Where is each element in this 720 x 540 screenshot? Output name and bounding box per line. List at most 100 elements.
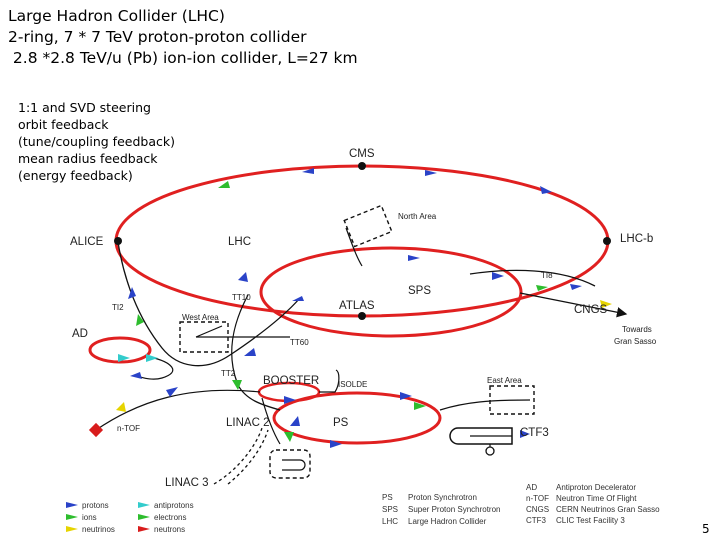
note-line: (energy feedback) [18,168,133,183]
lhc-label: LHC [228,236,251,248]
legend-abbr-name: Large Hadron Collider [408,517,487,526]
legend-swatch-neutrinos [66,526,78,532]
legend-abbr-name: Antiproton Decelerator [556,483,636,492]
particle-legend: protons antiprotons ions electrons neutr… [66,501,194,534]
ntof-line [95,389,261,431]
proton-arrow [520,430,530,438]
legend-abbr-name: Neutron Time Of Flight [556,494,637,503]
legend-abbr-name: CLIC Test Facility 3 [556,516,625,525]
legend-swatch-electrons [138,514,150,520]
abbr-legend-right: AD Antiproton Decelerator n-TOF Neutron … [526,483,660,525]
legend-abbr-name: CERN Neutrinos Gran Sasso [556,505,660,514]
ti8-label: TI8 [541,271,553,280]
west-area-label: West Area [182,313,219,322]
legend-swatch-ions [66,514,78,520]
proton-arrow [130,372,142,379]
legend-swatch-neutrons [138,526,150,532]
legend-ions-label: ions [82,513,97,522]
cngs-line [519,292,628,318]
ad-label: AD [72,328,88,340]
isolde-line [319,369,340,393]
tt60-label: TT60 [290,338,309,347]
antiproton-arrow [146,354,158,362]
legend-antiprotons-label: antiprotons [154,501,194,510]
linac3-label: LINAC 3 [165,477,208,489]
proton-arrow [425,170,437,176]
lhcb-label: LHC-b [620,233,653,245]
sps-ring [259,246,523,338]
slide-title: Large Hadron Collider (LHC) 2-ring, 7 * … [8,6,358,69]
proton-arrow [400,392,412,400]
proton-arrow [166,387,178,397]
legend-electrons-label: electrons [154,513,186,522]
ad-ring [88,336,152,364]
proton-arrow [492,272,504,280]
ti2-line [117,241,301,367]
north-area-box [343,204,393,248]
booster-label: BOOSTER [263,375,319,387]
proton-arrow [238,272,248,282]
cms-label: CMS [349,148,375,160]
legend-abbr: PS [382,493,393,502]
legend-abbr: LHC [382,517,398,526]
cms-point [358,162,366,170]
lhcb-point [603,237,611,245]
north-area-line [345,227,363,267]
proton-arrow [302,168,314,174]
note-line: (tune/coupling feedback) [18,134,175,149]
legend-neutrons-label: neutrons [154,525,185,534]
legend-abbr: n-TOF [526,494,549,503]
ti2-label: TI2 [112,303,124,312]
legend-abbr: SPS [382,505,398,514]
linac2-label: LINAC 2 [226,417,269,429]
legend-abbr: CNGS [526,505,549,514]
linac2-line [261,397,281,445]
abbr-legend-left: PS Proton Synchrotron SPS Super Proton S… [382,493,501,526]
alice-label: ALICE [70,236,104,248]
ps-ring [272,391,442,445]
north-area-label: North Area [398,212,437,221]
tt2-label: TT2 [221,369,236,378]
ion-arrow [232,380,242,390]
note-line: orbit feedback [18,117,109,132]
title-line: 2.8 *2.8 TeV/u (Pb) ion-ion collider, L=… [8,49,358,67]
proton-arrow [408,255,420,261]
west-area-box [179,321,229,353]
ps-label: PS [333,417,349,429]
title-line: 2-ring, 7 * 7 TeV proton-proton collider [8,28,307,46]
ion-arrow [136,314,144,326]
legend-protons-label: protons [82,501,109,510]
proton-arrow [292,296,304,301]
ion-arrow [218,181,230,188]
atlas-point [358,312,366,320]
legend-abbr-name: Proton Synchrotron [408,493,477,502]
cngs-label: CNGS [574,304,608,316]
towards-label: Towards [622,325,652,334]
legend-neutrinos-label: neutrinos [82,525,115,534]
ti8-line [469,269,596,287]
atlas-label: ATLAS [339,300,375,312]
tt10-label: TT10 [232,293,251,302]
legend-abbr: CTF3 [526,516,547,525]
neutrino-arrow [600,300,612,308]
proton-arrow [128,287,136,299]
proton-arrow [244,348,256,356]
ctf3-target [485,446,495,456]
title-line: Large Hadron Collider (LHC) [8,7,225,25]
note-line: 1:1 and SVD steering [18,100,151,115]
linac3-line [213,427,263,485]
ctf3-label: CTF3 [520,427,549,439]
isolde-label: ISOLDE [338,380,367,389]
ion-arrow [284,432,294,442]
proton-arrow [330,440,342,448]
feedback-notes: 1:1 and SVD steering orbit feedback (tun… [18,99,175,184]
linac3-line-2 [227,429,269,485]
ion-arrow [414,402,426,410]
proton-arrow [284,396,296,404]
alice-point [114,237,122,245]
ntof-label: n-TOF [117,424,140,433]
linac3-inner [282,459,306,471]
east-area-label: East Area [487,376,522,385]
ctf3-ring [449,427,513,445]
